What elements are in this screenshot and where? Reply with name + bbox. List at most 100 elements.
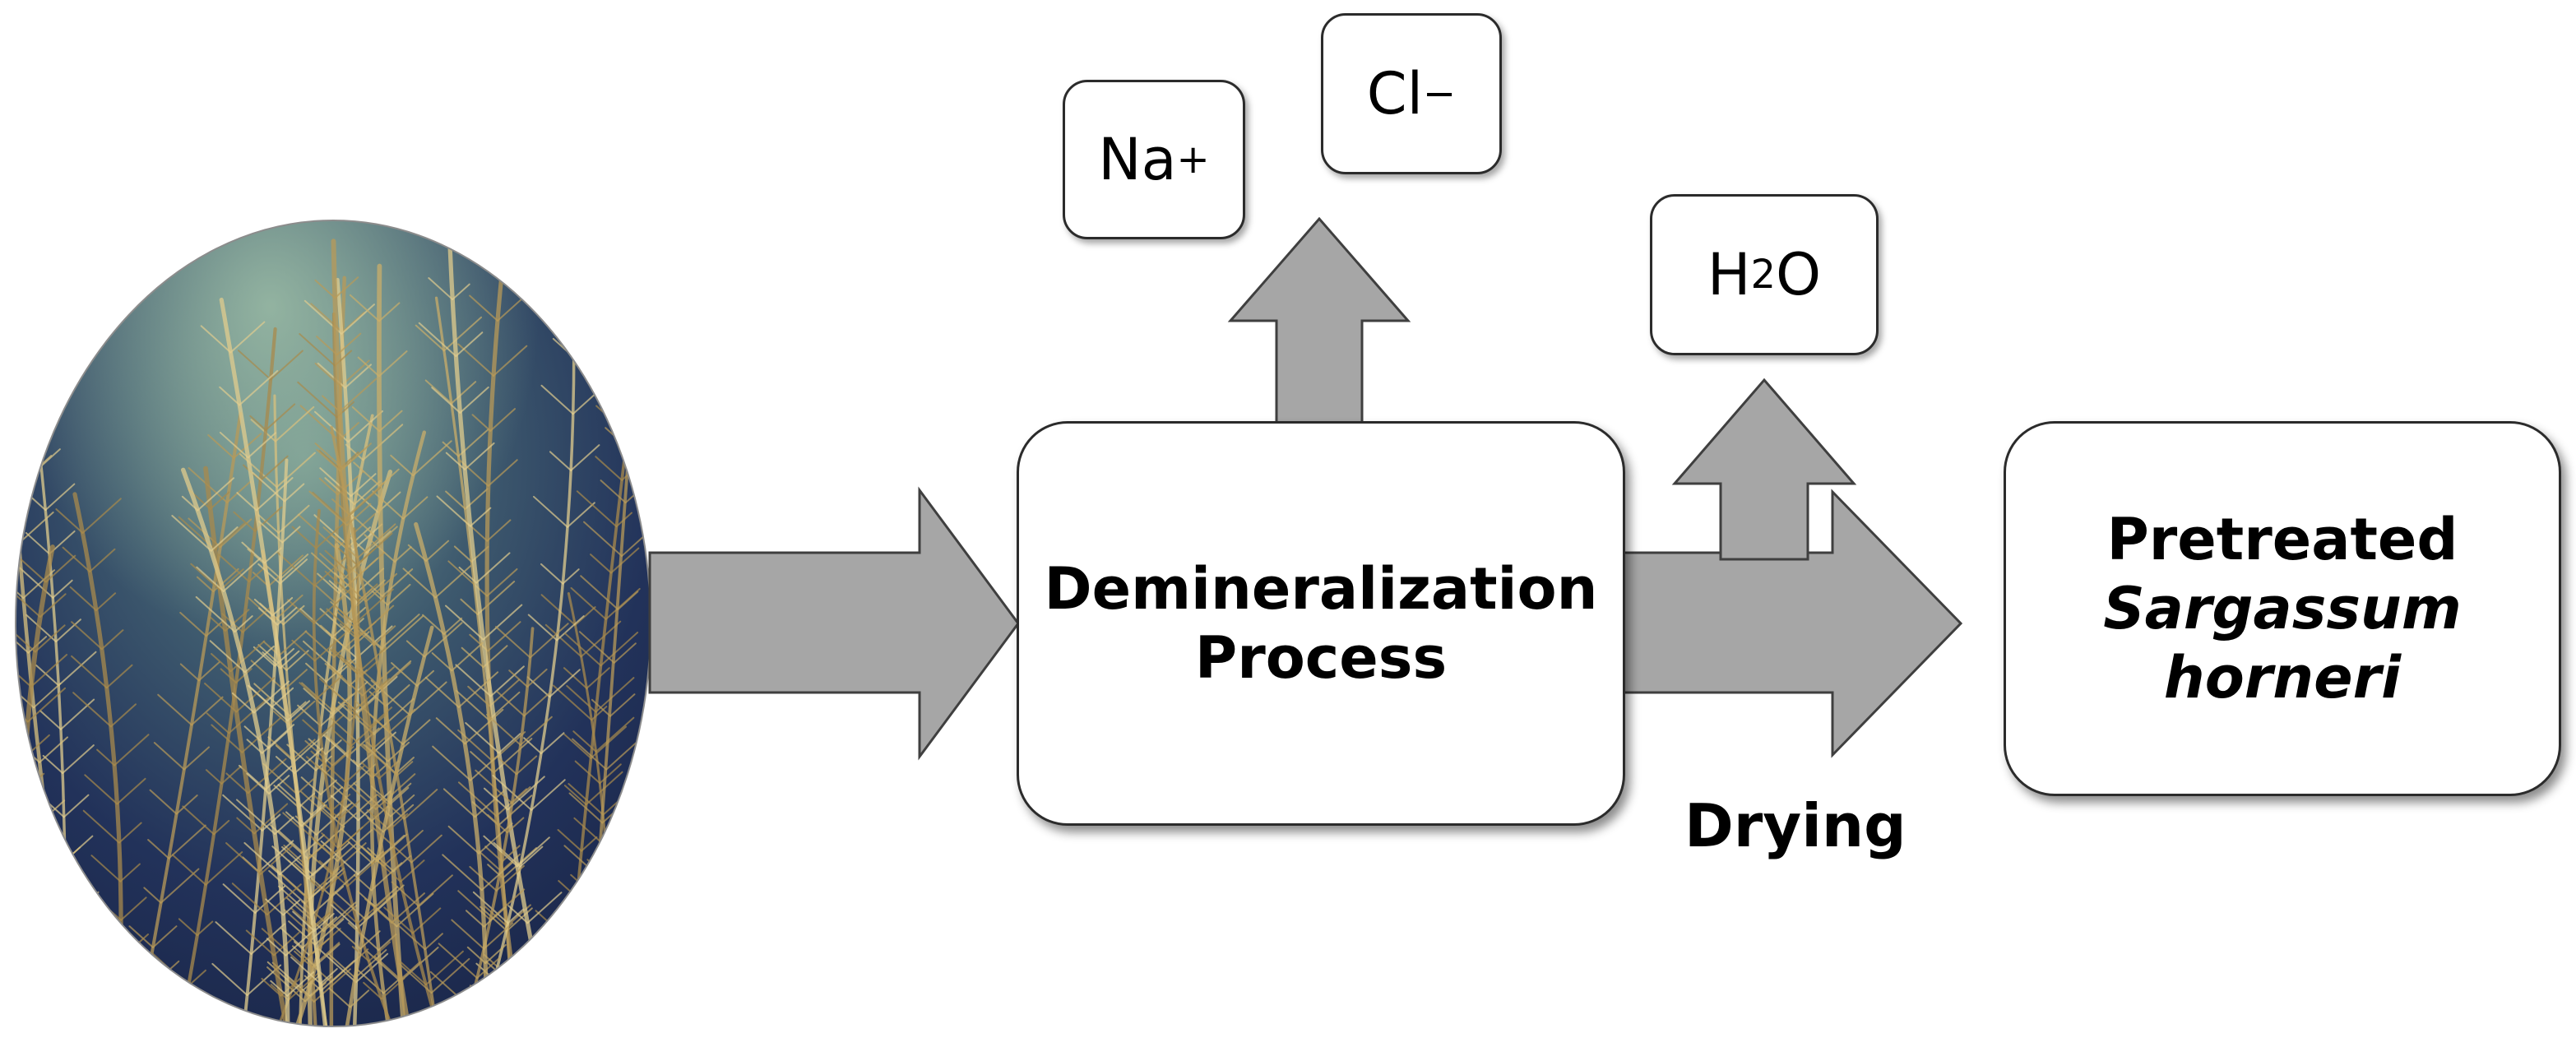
seaweed-leaf <box>265 403 296 431</box>
seaweed-leaf <box>519 716 553 746</box>
seaweed-leaf <box>252 471 286 503</box>
seaweed-leaf <box>318 449 341 470</box>
seaweed-leaf <box>151 925 178 948</box>
seaweed-leaf <box>568 792 604 824</box>
seaweed-leaf <box>609 910 646 943</box>
seaweed-leaf <box>415 324 445 352</box>
seaweed-leaf <box>450 381 477 405</box>
seaweed-leaf <box>336 332 362 356</box>
seaweed-leaf <box>359 930 381 950</box>
seaweed-leaf <box>283 844 305 864</box>
seaweed-leaf <box>268 775 290 795</box>
seaweed-leaf <box>278 855 302 876</box>
seaweed-leaf <box>215 921 253 955</box>
seaweed-leaf <box>507 776 545 811</box>
seaweed-leaf <box>574 760 601 785</box>
seaweed-leaf <box>87 968 121 998</box>
water-subscript: 2 <box>1750 252 1777 298</box>
seaweed-leaf <box>257 563 281 585</box>
seaweed-leaf <box>385 683 410 707</box>
seaweed-leaf <box>58 891 100 928</box>
seaweed-leaf <box>255 477 294 512</box>
seaweed-leaf <box>493 345 528 377</box>
seaweed-leaf <box>26 687 67 723</box>
seaweed-leaf <box>599 308 638 344</box>
seaweed-leaf <box>153 742 185 771</box>
seaweed-leaf <box>143 887 162 904</box>
seaweed-leaf <box>71 621 103 651</box>
seaweed-leaf <box>274 816 294 836</box>
seaweed-photo <box>16 220 651 1026</box>
seaweed-leaf <box>353 461 382 488</box>
seaweed-leaf <box>262 762 298 795</box>
seaweed-leaf <box>442 617 463 635</box>
seaweed-leaf <box>576 490 618 528</box>
seaweed-leaf <box>455 331 484 357</box>
seaweed-leaf <box>257 513 280 534</box>
seaweed-leaf <box>609 875 648 911</box>
seaweed-leaf <box>567 502 595 528</box>
seaweed-leaf <box>220 765 242 785</box>
seaweed-leaf <box>16 632 36 653</box>
seaweed-leaf <box>89 548 116 573</box>
water-release-arrow <box>1671 378 1857 561</box>
seaweed-leaf <box>128 925 154 948</box>
seaweed-leaf <box>349 294 380 322</box>
seaweed-leaf <box>16 546 47 583</box>
seaweed-leaf <box>246 772 271 795</box>
seaweed-leaf <box>347 410 383 443</box>
seaweed-leaf <box>64 890 82 906</box>
seaweed-leaf <box>109 703 137 728</box>
seaweed-leaf <box>17 511 54 544</box>
seaweed-leaf <box>299 804 327 830</box>
seaweed-leaf <box>354 588 394 625</box>
seaweed-leaf <box>25 825 66 862</box>
seaweed-leaf <box>302 719 322 737</box>
seaweed-leaf <box>322 734 359 767</box>
seaweed-leaf <box>157 693 192 726</box>
seaweed-leaf <box>570 444 600 472</box>
seaweed-leaf <box>84 925 122 960</box>
seaweed-leaf <box>258 521 284 544</box>
seaweed-leaf <box>478 822 513 855</box>
seaweed-leaf <box>294 941 311 957</box>
seaweed-leaf <box>298 792 316 808</box>
seaweed-leaf <box>96 748 116 767</box>
seaweed-leaf <box>219 386 241 406</box>
seaweed-leaf <box>219 431 249 459</box>
seaweed-leaf <box>181 495 199 512</box>
seaweed-leaf <box>329 665 364 697</box>
seaweed-leaf <box>617 591 639 610</box>
seaweed-leaf <box>243 841 280 876</box>
seaweed-leaf <box>209 615 227 632</box>
seaweed-leaf <box>265 898 285 916</box>
seaweed-leaf <box>378 410 403 433</box>
seaweed-leaf <box>285 896 325 933</box>
seaweed-leaf <box>42 754 64 775</box>
seaweed-leaf <box>171 515 212 552</box>
seaweed-leaf <box>263 547 282 564</box>
seaweed-leaf <box>390 454 415 477</box>
seaweed-leaf <box>435 717 466 745</box>
seaweed-leaf <box>331 704 351 722</box>
seaweed-leaf <box>205 851 243 886</box>
seaweed-leaf <box>338 799 361 820</box>
seaweed-leaf <box>23 893 61 928</box>
seaweed-leaf <box>461 646 484 669</box>
seaweed-leaf <box>322 870 345 892</box>
seaweed-leaf <box>469 507 492 527</box>
seaweed-leaf <box>355 568 385 594</box>
seaweed-leaf <box>16 789 47 818</box>
seaweed-leaf <box>489 408 516 432</box>
seaweed-leaf <box>228 697 270 734</box>
seaweed-leaf <box>572 738 608 771</box>
seaweed-leaf <box>377 794 405 820</box>
seaweed-leaf <box>455 664 492 697</box>
seaweed-leaf <box>368 706 393 728</box>
seaweed-leaf <box>235 677 276 713</box>
seaweed-leaf <box>16 762 25 793</box>
seaweed-leaf <box>489 888 526 921</box>
seaweed-leaf <box>253 598 274 617</box>
seaweed-leaf <box>445 490 466 510</box>
